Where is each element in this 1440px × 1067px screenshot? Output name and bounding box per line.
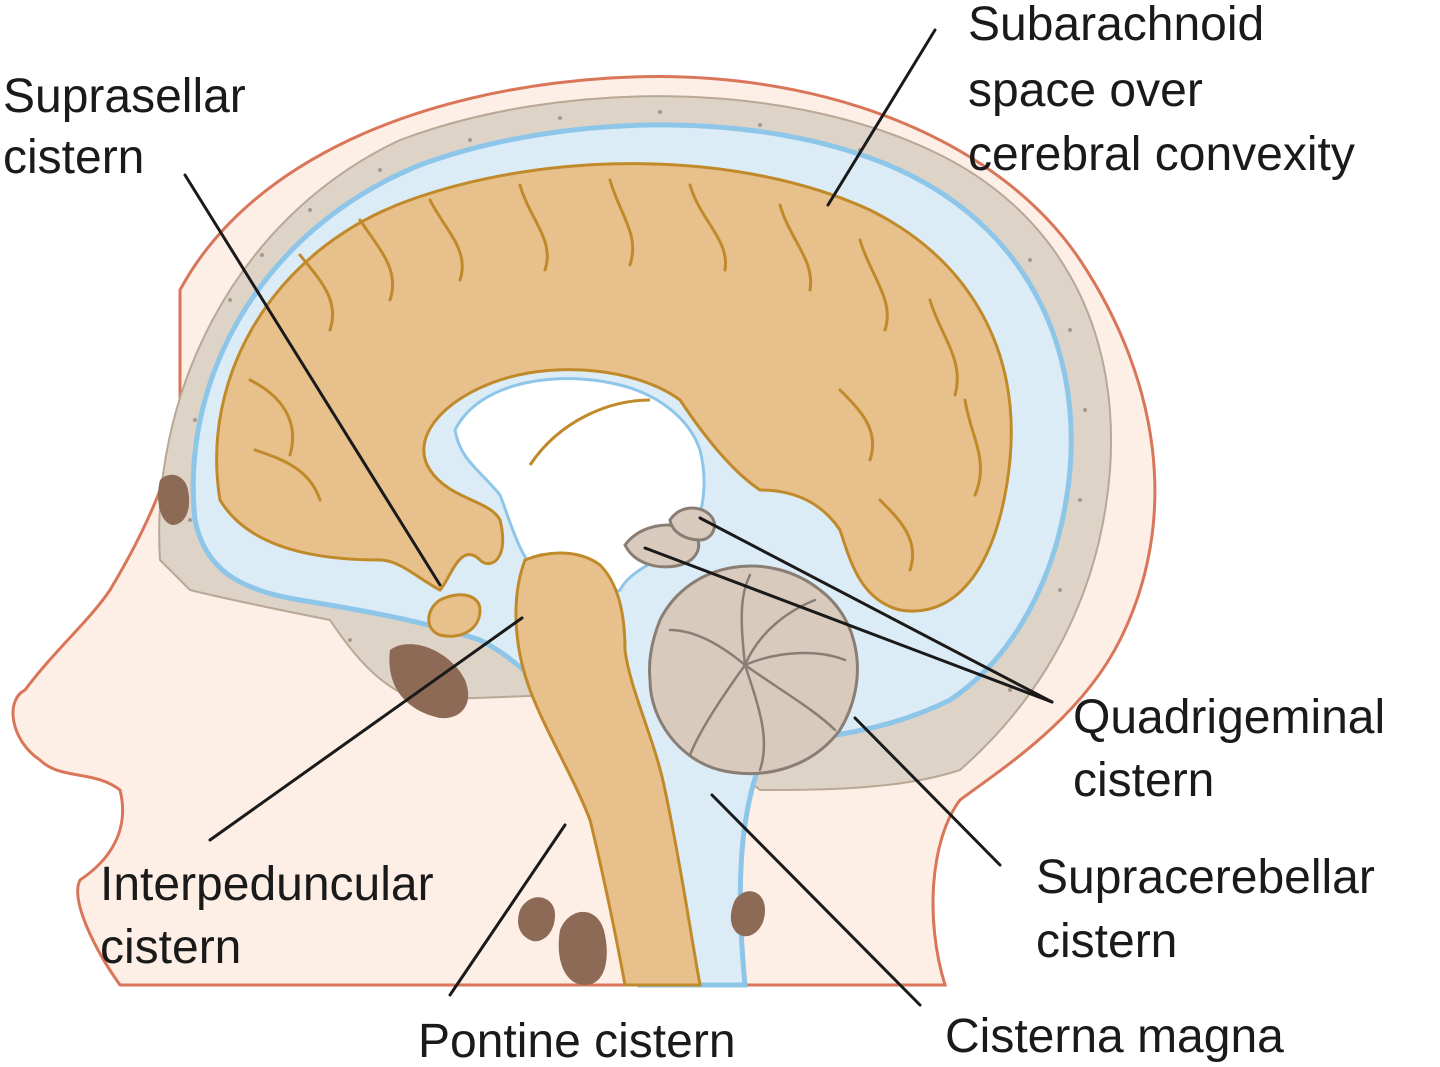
cerebellar-folia (668, 573, 847, 772)
label-subarachnoid-line1: Subarachnoid (968, 0, 1264, 51)
leader-supracerebellar (853, 716, 1002, 867)
leader-quadrigeminal-a (698, 516, 1054, 704)
label-quadrigeminal-line1: Quadrigeminal (1073, 691, 1385, 744)
label-interpeduncular-line2: cistern (100, 921, 241, 974)
dark-structures (158, 474, 765, 985)
label-suprasellar-line2: cistern (3, 131, 144, 184)
labels: Suprasellar cistern Subarachnoid space o… (3, 0, 1385, 1067)
leader-suprasellar (183, 173, 442, 587)
label-subarachnoid-line2: space over (968, 64, 1203, 117)
label-supracerebellar-line1: Supracerebellar (1036, 851, 1375, 904)
label-subarachnoid-line3: cerebral convexity (968, 128, 1355, 181)
leader-lines (183, 28, 1054, 1007)
label-cisterna-magna: Cisterna magna (945, 1010, 1284, 1063)
cerebrum (215, 162, 1013, 613)
label-suprasellar-line1: Suprasellar (3, 70, 246, 123)
label-pontine: Pontine cistern (418, 1015, 736, 1067)
leader-cisterna-magna (710, 793, 922, 1007)
pineal-region (668, 506, 716, 542)
fornix-arc (528, 398, 651, 466)
pituitary (427, 593, 482, 638)
leader-quadrigeminal-b (643, 546, 1054, 704)
brainstem (514, 551, 702, 987)
label-quadrigeminal-line2: cistern (1073, 754, 1214, 807)
leader-pontine (448, 823, 567, 997)
label-supracerebellar-line2: cistern (1036, 915, 1177, 968)
cerebral-sulci (248, 178, 982, 572)
leader-subarachnoid (826, 28, 937, 207)
leader-interpeduncular (208, 616, 524, 842)
label-interpeduncular-line1: Interpeduncular (100, 858, 434, 911)
